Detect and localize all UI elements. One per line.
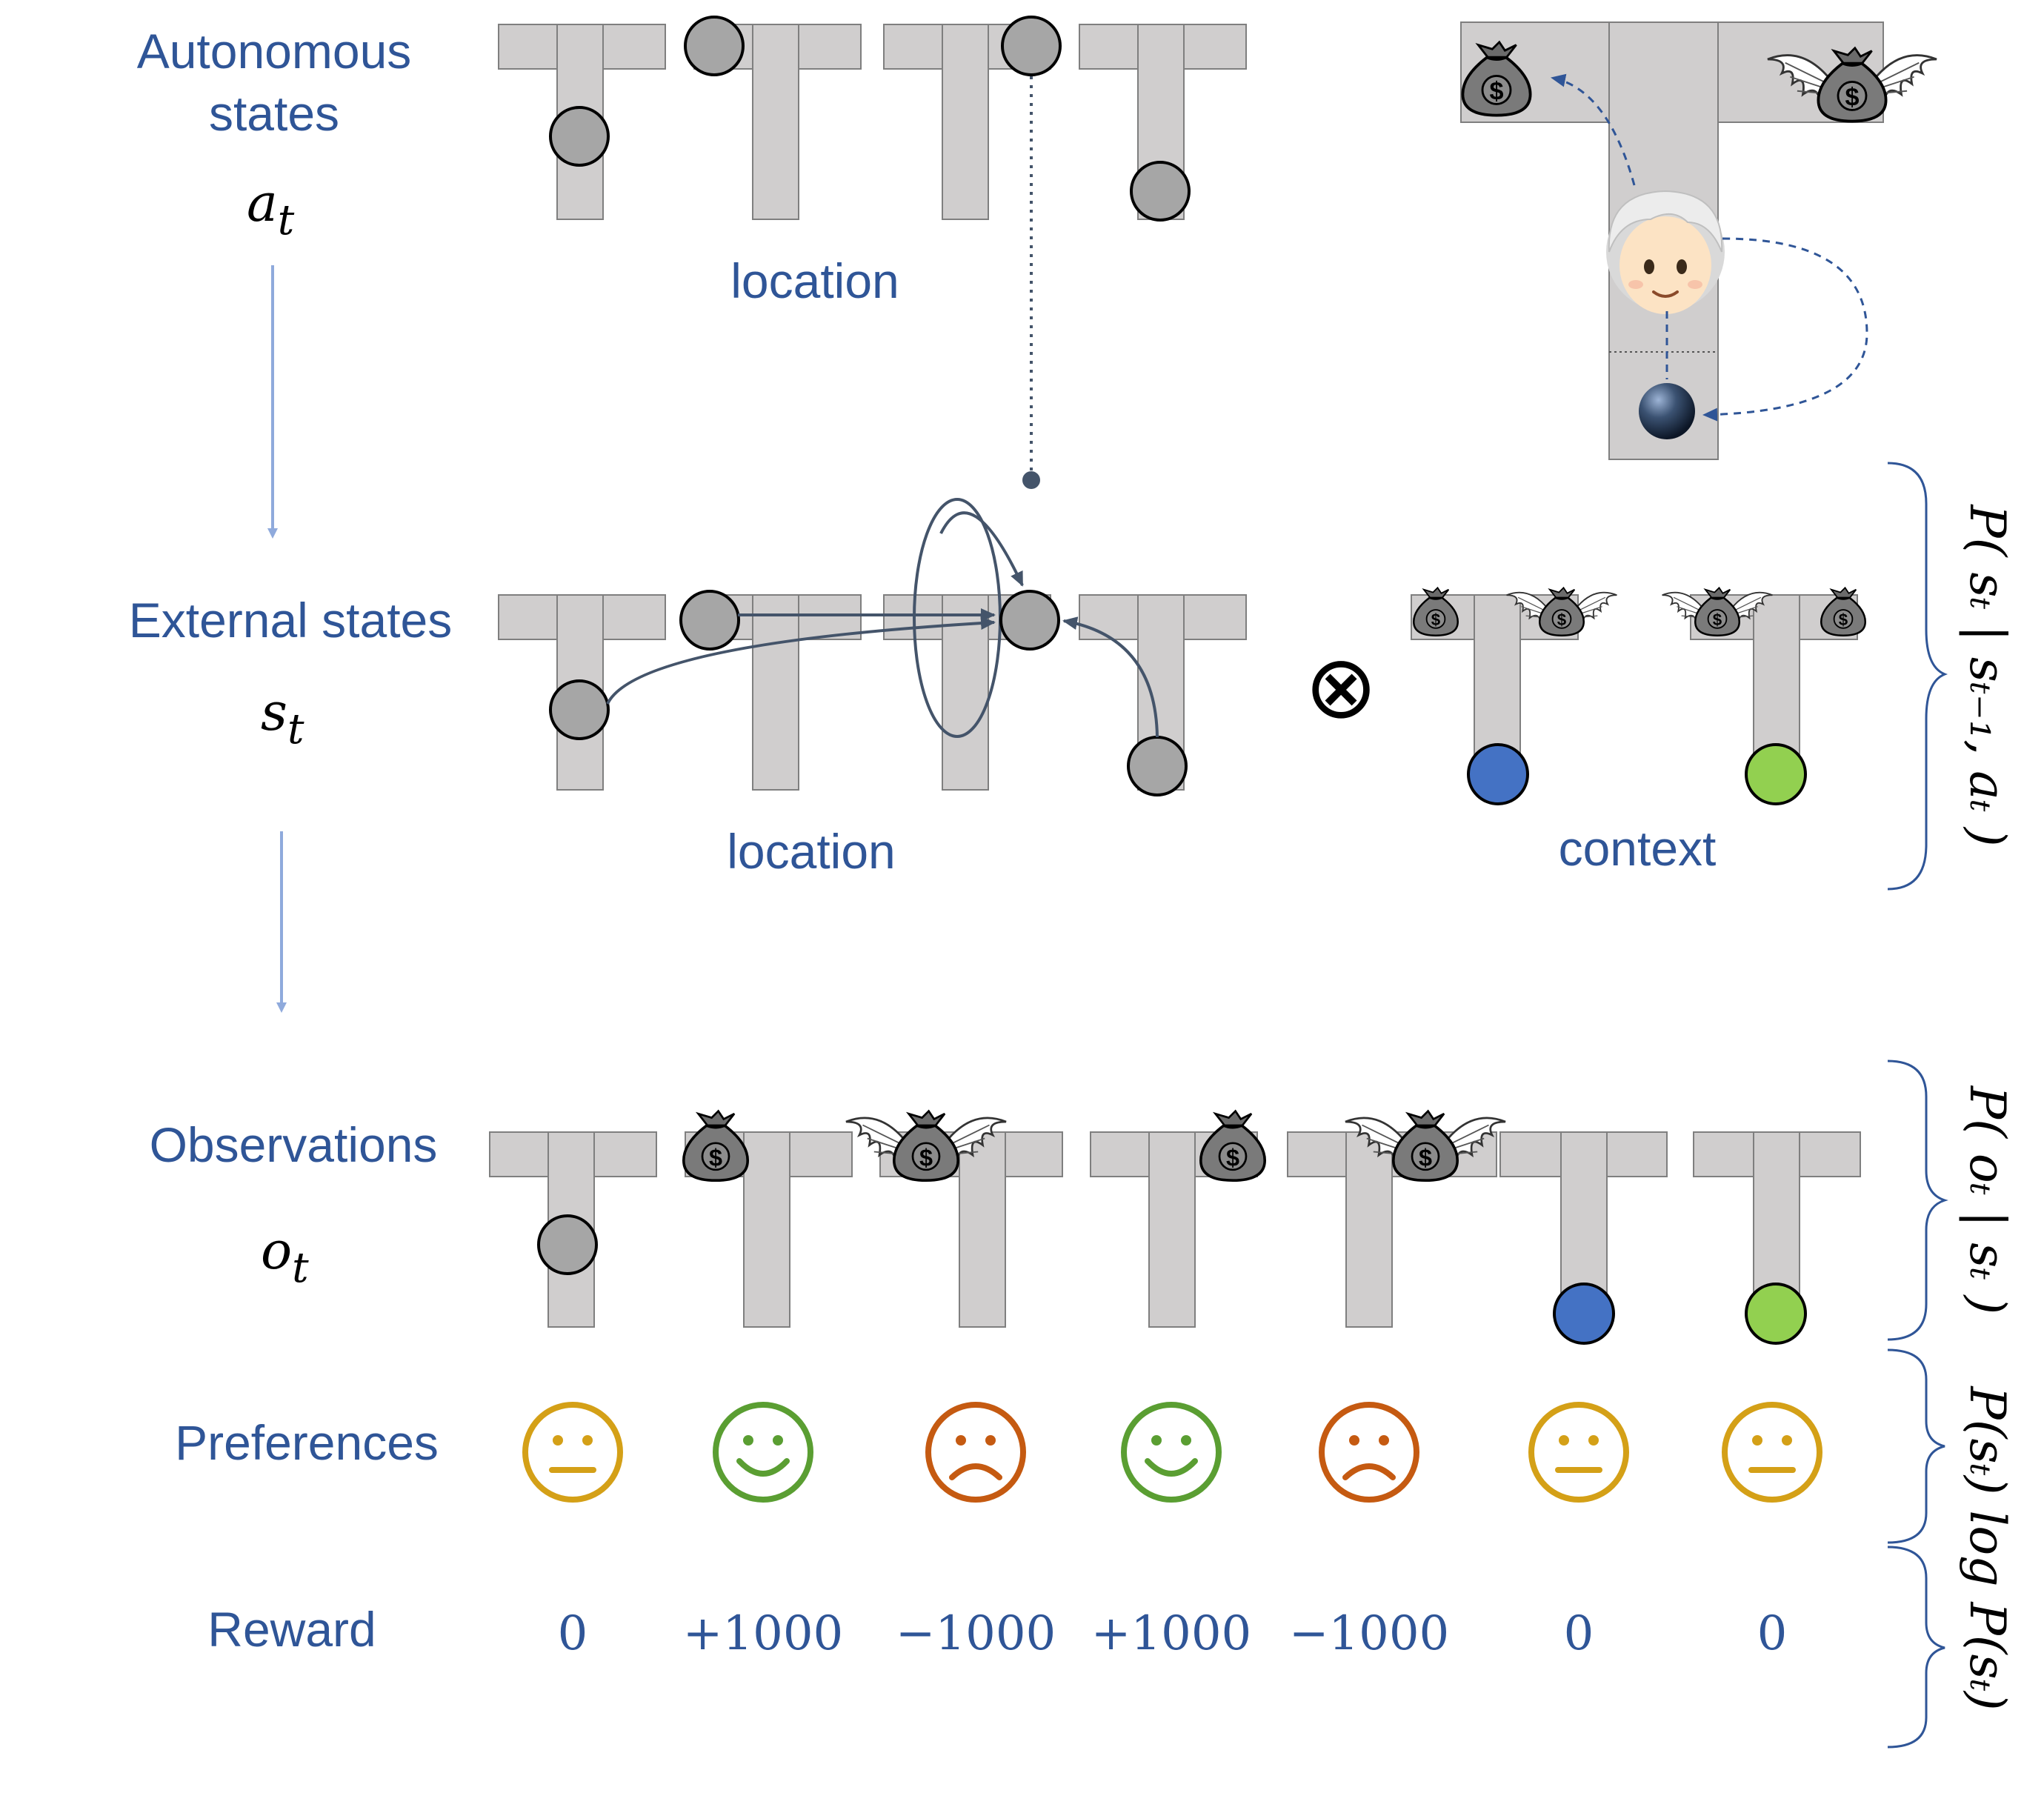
autonomous-states-label-line1: Autonomous [137, 24, 412, 79]
context-label: context [1559, 821, 1717, 876]
reward-value: −1000 [896, 1606, 1056, 1661]
agent-marker [537, 1214, 598, 1275]
external-maze-4 [1079, 594, 1247, 796]
location-label-top: location [730, 253, 899, 308]
agent-marker-target [999, 590, 1060, 651]
observation-maze-1 [489, 1131, 657, 1328]
ball-icon [1639, 383, 1695, 439]
reward-value: +1000 [1091, 1606, 1252, 1661]
transition-arrow-from-start [606, 616, 996, 705]
transition-probability-label: P( sₜ | sₜ₋₁, aₜ ) [1959, 504, 2016, 846]
agent-marker [684, 16, 745, 76]
preference-faces [525, 1405, 1820, 1500]
brace-transition [1887, 462, 1948, 891]
agent-marker [1127, 736, 1188, 796]
preferences-label: Preferences [175, 1415, 439, 1470]
happy-face-icon [1124, 1405, 1219, 1500]
external-symbol: st [261, 682, 304, 754]
money-bag-icon [682, 1109, 750, 1182]
agent-marker [679, 590, 740, 651]
location-label-mid: location [727, 824, 896, 879]
observation-maze-6 [1499, 1131, 1668, 1345]
reward-value: +1000 [683, 1606, 844, 1661]
expected-reward-label: P(sₜ) log P(sₜ) [1959, 1386, 2016, 1710]
neutral-face-icon [1725, 1405, 1820, 1500]
autonomous-maze-2 [684, 16, 862, 220]
observation-maze-2 [682, 1109, 853, 1328]
cue-green-marker [1745, 743, 1807, 805]
money-bag-icon [1199, 1109, 1266, 1182]
context-maze-green [1661, 587, 1867, 805]
neutral-face-icon [1531, 1405, 1626, 1500]
happy-face-icon [716, 1405, 810, 1500]
agent-marker [549, 679, 610, 740]
cue-green-marker [1745, 1283, 1807, 1345]
external-states-label: External states [129, 593, 453, 648]
brace-reward [1887, 1546, 1945, 1749]
dashed-arrow-to-bag [1551, 73, 1636, 186]
dashed-arrow-to-ball [1702, 237, 1868, 422]
reward-values: 0 +1000 −1000 +1000 −1000 0 0 [558, 1606, 1788, 1661]
brace-likelihood [1887, 1060, 1948, 1341]
observation-maze-4 [1090, 1109, 1266, 1328]
autonomous-states-label-line2: states [209, 86, 339, 141]
reward-value: 0 [1564, 1606, 1594, 1661]
reward-value: −1000 [1289, 1606, 1450, 1661]
reward-value: 0 [558, 1606, 588, 1661]
agent-marker [1001, 16, 1062, 76]
likelihood-probability-label: P( oₜ | sₜ ) [1959, 1085, 2016, 1314]
context-maze-blue [1411, 587, 1618, 805]
transition-self-loop-arrow [939, 511, 1024, 587]
agent-marker [549, 106, 610, 167]
reward-label: Reward [207, 1602, 376, 1657]
transition-arrow-from-right [1062, 616, 1159, 738]
autonomous-maze-4 [1079, 24, 1247, 222]
cue-blue-marker [1467, 743, 1529, 805]
observation-maze-5 [1287, 1109, 1507, 1328]
autonomous-symbol: at [247, 173, 295, 245]
sad-face-icon [1322, 1405, 1417, 1500]
observations-label: Observations [150, 1117, 438, 1172]
sad-face-icon [928, 1405, 1023, 1500]
brace-preferences [1887, 1348, 1945, 1544]
autonomous-maze-1 [498, 24, 666, 220]
neutral-face-icon [525, 1405, 620, 1500]
agent-marker [1130, 161, 1191, 222]
observation-maze-3 [845, 1109, 1063, 1328]
external-maze-2 [679, 590, 862, 791]
observation-maze-7 [1693, 1131, 1861, 1345]
tensor-product-symbol: ⊗ [1305, 639, 1378, 736]
child-face-icon [1606, 190, 1725, 314]
cue-blue-marker [1553, 1283, 1615, 1345]
connector-endpoint [1022, 471, 1040, 489]
observations-symbol: ot [261, 1220, 309, 1292]
reward-value: 0 [1757, 1606, 1788, 1661]
illustration-maze [1460, 21, 1938, 460]
autonomous-maze-3 [883, 16, 1062, 220]
external-maze-1 [498, 594, 666, 791]
